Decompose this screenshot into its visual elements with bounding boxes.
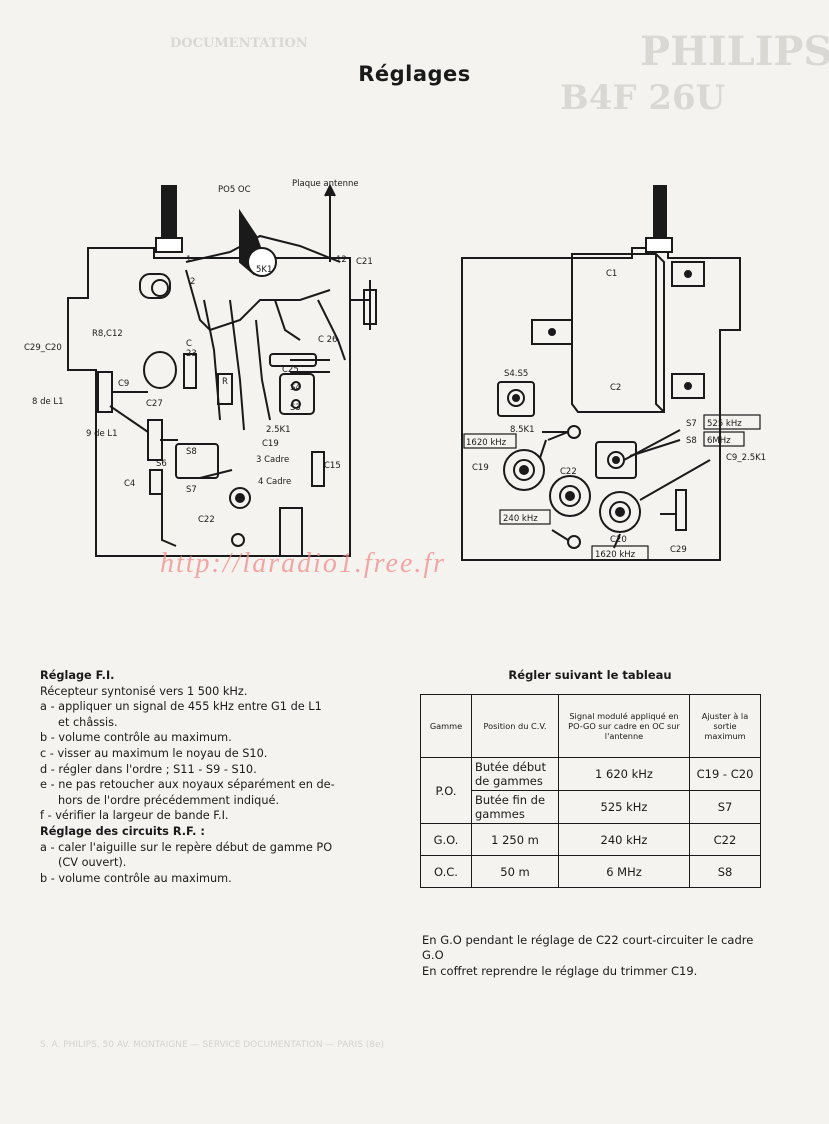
label-c29-c20: C29_C20 <box>24 343 62 353</box>
instruction-line: f - vérifier la largeur de bande F.I. <box>40 809 229 823</box>
label-c19: C19 <box>262 439 279 449</box>
label-c27: C27 <box>146 399 163 409</box>
cell-signal: 240 kHz <box>558 823 690 856</box>
instruction-line: (CV ouvert). <box>58 856 127 870</box>
cell-ajuster: S7 <box>689 790 761 824</box>
cell-ajuster: C19 - C20 <box>689 757 761 791</box>
table-row: P.O. Butée début de gammes 1 620 kHz C19… <box>420 757 761 824</box>
cell-position: Butée fin de gammes <box>471 790 559 824</box>
label-r: R <box>222 377 228 387</box>
label-c21: C21 <box>356 257 373 267</box>
instruction-line: b - volume contrôle au maximum. <box>40 871 232 885</box>
cell-gamme: O.C. <box>420 855 472 888</box>
label-6mhz: 6MHz <box>707 436 731 446</box>
label-c22-right: C22 <box>560 467 577 477</box>
table-row: Butée fin de gammes 525 kHz S7 <box>421 790 761 824</box>
label-3-cadre: 3 Cadre <box>256 455 289 465</box>
table-header-row: Gamme Position du C.V. Signal modulé app… <box>420 694 761 758</box>
cell-ajuster: C22 <box>689 823 761 856</box>
label-8-de-l1: 8 de L1 <box>32 397 64 407</box>
label-plaque-antenne: Plaque antenne <box>292 179 359 189</box>
label-2-5k1: 2.5K1 <box>266 425 291 435</box>
right-chassis-diagram: C1 C2 S4.S5 8.5K1 1620 kHz C19 C22 S7 52… <box>461 185 766 561</box>
instructions-block: Réglage F.I. Récepteur syntonisé vers 1 … <box>40 668 400 886</box>
label-c15: C15 <box>324 461 341 471</box>
watermark-url: http://laradio1.free.fr <box>160 548 447 579</box>
table-row: O.C. 50 m 6 MHz S8 <box>420 855 761 888</box>
label-c9-2-5k1: C9_2.5K1 <box>726 453 766 463</box>
label-525khz: 525 kHz <box>707 419 742 429</box>
label-c29-right: C29 <box>670 545 687 555</box>
label-8-5k1: 8.5K1 <box>510 425 535 435</box>
instruction-line: d - régler dans l'ordre ; S11 - S9 - S10… <box>40 762 257 776</box>
instruction-line: b - volume contrôle au maximum. <box>40 731 232 745</box>
notes-block: En G.O pendant le réglage de C22 court-c… <box>422 933 772 979</box>
header-signal: Signal modulé appliqué en PO-GO sur cadr… <box>558 694 690 758</box>
label-pin-1: 1 <box>186 255 191 265</box>
label-1620khz-bottom: 1620 kHz <box>595 550 636 560</box>
label-240khz: 240 kHz <box>503 514 538 524</box>
header-ajuster: Ajuster à la sortie maximum <box>689 694 761 758</box>
instruction-line: e - ne pas retoucher aux noyaux séparéme… <box>40 778 335 792</box>
header-position: Position du C.V. <box>471 694 559 758</box>
label-s7-left: S7 <box>186 485 197 495</box>
note-line-2: En coffret reprendre le réglage du trimm… <box>422 963 698 978</box>
label-po-oc: PO5 OC <box>218 185 251 195</box>
label-pin-12: 12 <box>336 255 347 265</box>
left-chassis-diagram: PO5 OC Plaque antenne 1 2 5K1 12 C21 R8,… <box>24 179 377 557</box>
cell-position: 1 250 m <box>471 823 559 856</box>
adjustment-table: Gamme Position du C.V. Signal modulé app… <box>420 694 761 888</box>
cell-signal: 525 kHz <box>558 790 690 824</box>
label-s3: S3 <box>290 403 301 413</box>
cell-gamme: P.O. <box>420 757 472 824</box>
label-c1: C1 <box>606 269 617 279</box>
ghost-footer: S. A. PHILIPS, 50 AV. MONTAIGNE — SERVIC… <box>40 1040 385 1050</box>
table-title: Régler suivant le tableau <box>508 668 672 682</box>
label-c25: C25 <box>282 365 299 375</box>
label-s7-right: S7 <box>686 419 697 429</box>
table-row: G.O. 1 250 m 240 kHz C22 <box>420 823 761 856</box>
note-line-1: En G.O pendant le réglage de C22 court-c… <box>422 933 754 963</box>
cell-signal: 1 620 kHz <box>558 757 690 791</box>
label-c9: C9 <box>118 379 129 389</box>
instruction-line: Récepteur syntonisé vers 1 500 kHz. <box>40 684 248 698</box>
label-4-cadre: 4 Cadre <box>258 477 291 487</box>
cell-gamme: G.O. <box>420 823 472 856</box>
label-c2: C2 <box>610 383 621 393</box>
cell-signal: 6 MHz <box>558 855 690 888</box>
instruction-line: Réglage des circuits R.F. : <box>40 824 205 838</box>
label-s4: S4 <box>290 383 301 393</box>
label-s8-left: S8 <box>186 447 197 457</box>
instruction-line: Réglage F.I. <box>40 669 115 682</box>
instruction-line: hors de l'ordre précédemment indiqué. <box>58 793 280 807</box>
label-c20: C20 <box>610 535 627 545</box>
label-c23-b: 23 <box>186 349 197 359</box>
instruction-line: c - visser au maximum le noyau de S10. <box>40 746 268 760</box>
label-c19-right: C19 <box>472 463 489 473</box>
label-1620khz-top: 1620 kHz <box>466 438 507 448</box>
label-c26: C 26 <box>318 335 337 345</box>
label-sk1: 5K1 <box>256 265 272 275</box>
label-r8-c12: R8,C12 <box>92 329 123 339</box>
page-title: Réglages <box>358 62 471 86</box>
cell-ajuster: S8 <box>689 855 761 888</box>
label-s6: S6 <box>156 459 167 469</box>
instruction-line: a - appliquer un signal de 455 kHz entre… <box>40 700 322 714</box>
label-pin-2: 2 <box>190 277 195 287</box>
label-s4-s5: S4.S5 <box>504 369 528 379</box>
cell-position: 50 m <box>471 855 559 888</box>
header-gamme: Gamme <box>420 694 472 758</box>
label-c4: C4 <box>124 479 135 489</box>
instruction-line: a - caler l'aiguille sur le repère début… <box>40 840 333 854</box>
label-s8-right: S8 <box>686 436 697 446</box>
label-c23-a: C <box>186 339 192 349</box>
label-c22-left: C22 <box>198 515 215 525</box>
label-9-de-l1: 9 de L1 <box>86 429 118 439</box>
instruction-line: et châssis. <box>58 715 118 729</box>
cell-position: Butée début de gammes <box>471 757 559 791</box>
